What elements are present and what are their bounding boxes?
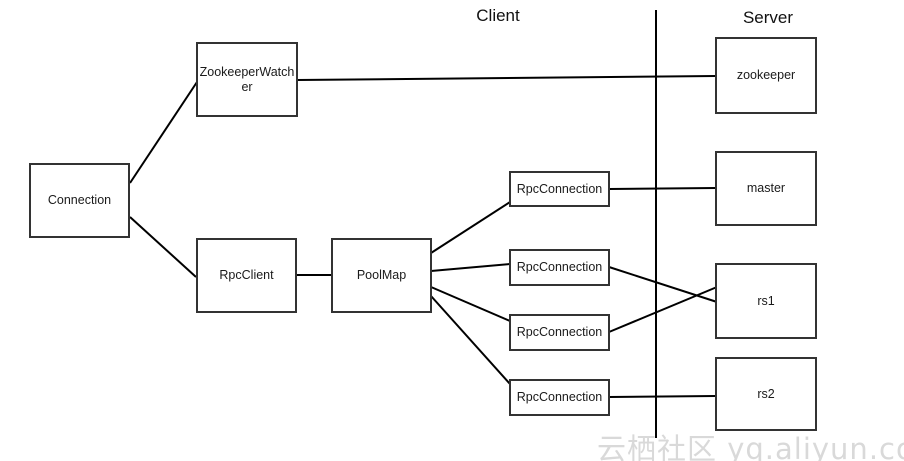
node-rpc-connection-3: RpcConnection [509, 314, 610, 351]
edge-poolmap-rpcconnection-3 [430, 286, 511, 322]
node-label: RpcConnection [516, 181, 603, 196]
node-connection: Connection [29, 163, 130, 238]
node-label: RpcConnection [516, 390, 603, 404]
edge-rpcconnection2-rs1 [608, 266, 718, 303]
edge-rpcconnection3-rs1 [608, 286, 718, 333]
node-master-server: master [715, 151, 817, 226]
node-rpc-client: RpcClient [196, 238, 297, 313]
node-rpc-connection-2: RpcConnection [509, 249, 610, 286]
node-label: master [746, 181, 786, 195]
edge-rpcconnection1-master [608, 187, 717, 190]
node-label-line1: ZookeeperWatch [199, 64, 295, 79]
edge-zookeeperwatcher-zookeeper [296, 75, 717, 81]
node-rpc-connection-1: RpcConnection [509, 171, 610, 207]
watermark: 云栖社区 yq.aliyun.com [597, 432, 904, 461]
node-label: Connection [47, 193, 112, 207]
node-label: zookeeper [736, 68, 796, 82]
node-rs1-server: rs1 [715, 263, 817, 339]
edge-poolmap-rpcconnection-1 [430, 201, 511, 254]
node-pool-map: PoolMap [331, 238, 432, 313]
edge-rpcconnection4-rs2 [608, 395, 717, 398]
node-label: rs1 [757, 293, 775, 308]
server-section-title: Server [742, 8, 794, 27]
node-label: PoolMap [356, 268, 407, 282]
node-label: RpcConnection [516, 325, 603, 339]
node-label: RpcClient [219, 268, 274, 282]
edge-connection-zookeeperwatcher [129, 81, 198, 184]
node-zookeeper-server: zookeeper [715, 37, 817, 114]
edge-poolmap-rpcconnection-2 [430, 263, 511, 272]
node-rs2-server: rs2 [715, 357, 817, 431]
node-label: RpcConnection [516, 260, 603, 274]
node-label: rs2 [757, 386, 775, 401]
node-label-line2: er [241, 79, 253, 94]
edge-poolmap-rpcconnection-4 [430, 295, 511, 385]
node-zookeeper-watcher: ZookeeperWatch er [196, 42, 298, 117]
edge-connection-rpcclient [129, 216, 197, 278]
node-rpc-connection-4: RpcConnection [509, 379, 610, 416]
client-section-title: Client [476, 6, 520, 25]
